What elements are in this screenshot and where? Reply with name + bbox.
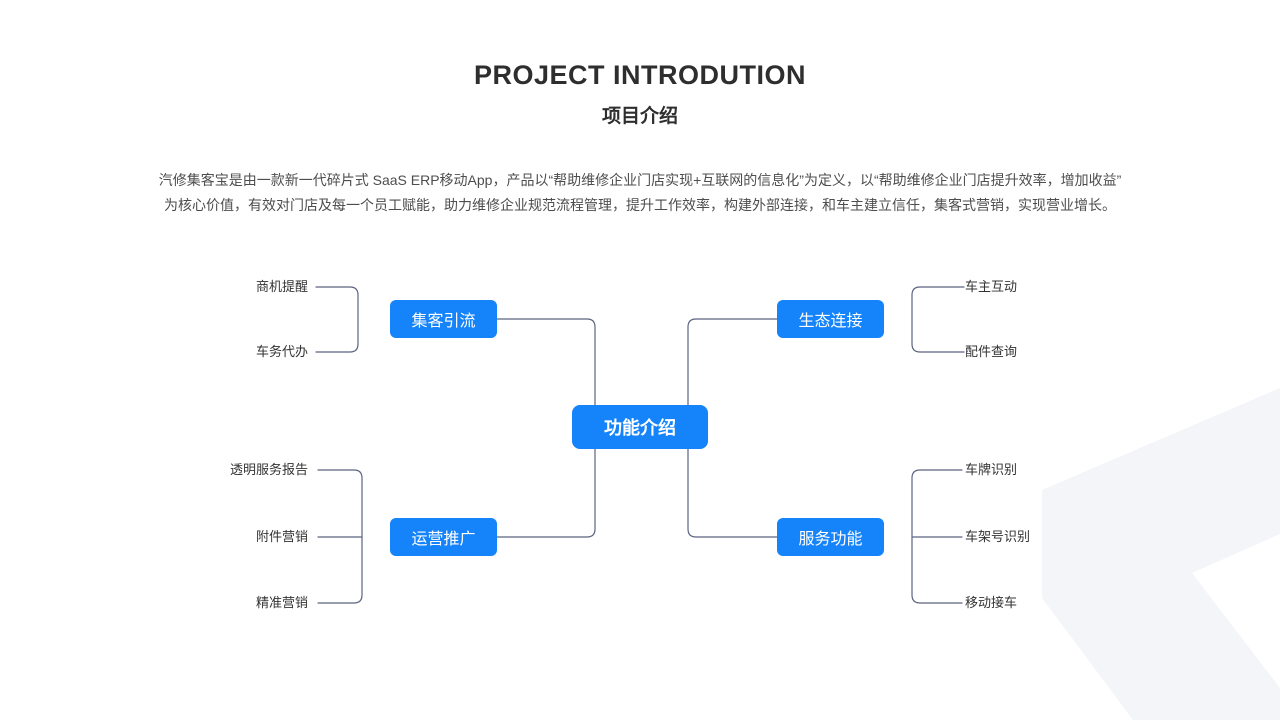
leaf-label: 车牌识别: [965, 462, 1018, 477]
leaf-label: 精准营销: [255, 595, 308, 610]
branch-node-shengtai-lianjie: 生态连接: [777, 300, 884, 338]
leaf-label: 车主互动: [965, 279, 1018, 294]
leaf-label: 透明服务报告: [229, 462, 308, 477]
slide-description: 汽修集客宝是由一款新一代碎片式 SaaS ERP移动App，产品以“帮助维修企业…: [140, 168, 1140, 218]
leaf-label: 商机提醒: [255, 279, 308, 294]
leaf-label: 附件营销: [255, 529, 308, 544]
leaf-label: 配件查询: [965, 344, 1018, 359]
branch-node-fuwu-gongneng: 服务功能: [777, 518, 884, 556]
branch-node-yunying-tuiguang: 运营推广: [390, 518, 497, 556]
branch-node-jike-yinliu: 集客引流: [390, 300, 497, 338]
description-line-2: 为核心价值，有效对门店及每一个员工赋能，助力维修企业规范流程管理，提升工作效率，…: [164, 197, 1116, 213]
mindmap-center-node: 功能介绍: [572, 405, 708, 449]
slide-subtitle: 项目介绍: [601, 106, 678, 127]
leaf-label: 车架号识别: [965, 529, 1031, 544]
leaf-label: 移动接车: [965, 595, 1018, 610]
slide-title: PROJECT INTRODUTION: [473, 60, 806, 90]
slide-header: PROJECT INTRODUTION 项目介绍: [0, 60, 1280, 128]
leaf-label: 车务代办: [255, 344, 308, 359]
description-line-1: 汽修集客宝是由一款新一代碎片式 SaaS ERP移动App，产品以“帮助维修企业…: [158, 172, 1122, 188]
